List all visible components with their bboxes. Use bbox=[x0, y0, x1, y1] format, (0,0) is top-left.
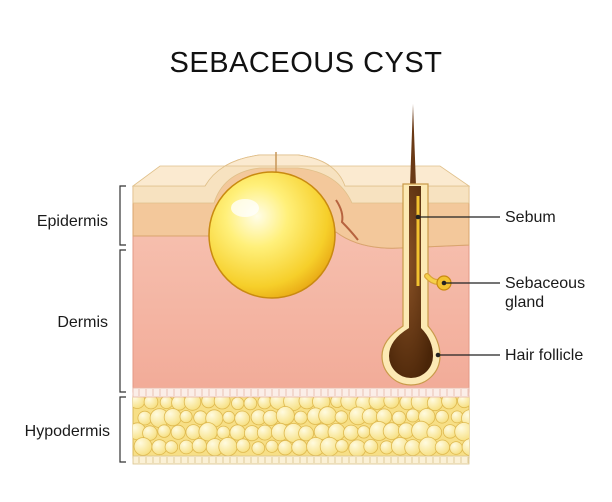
fat-cell bbox=[291, 439, 308, 456]
fat-cell bbox=[434, 439, 450, 455]
hair-shaft bbox=[410, 104, 416, 186]
fat-cell bbox=[163, 408, 182, 427]
fat-cell bbox=[277, 440, 293, 456]
sebaceous-cyst bbox=[208, 171, 336, 299]
fat-cell bbox=[405, 408, 420, 423]
fat-cell bbox=[164, 440, 179, 454]
fat-cell bbox=[265, 439, 279, 453]
fat-cell bbox=[348, 439, 367, 458]
fat-cell bbox=[191, 438, 207, 454]
fat-cell bbox=[382, 422, 401, 440]
base-strip-cells bbox=[138, 457, 469, 463]
fat-cell bbox=[334, 410, 349, 424]
fat-cell bbox=[435, 409, 449, 424]
dermis-bracket bbox=[119, 249, 126, 393]
fat-cells bbox=[133, 396, 469, 458]
fat-cell bbox=[391, 410, 407, 426]
fat-cell bbox=[363, 439, 379, 454]
hypodermis-bracket bbox=[119, 396, 126, 463]
fat-cell bbox=[318, 406, 337, 425]
cyst-rupture-edge bbox=[335, 199, 359, 241]
fat-cell bbox=[461, 438, 469, 456]
fat-cell bbox=[335, 439, 349, 453]
fat-cell bbox=[216, 425, 231, 440]
fat-cell bbox=[457, 396, 469, 409]
dermis-label: Dermis bbox=[57, 314, 108, 331]
fat-cell bbox=[256, 424, 273, 441]
skin-block bbox=[131, 104, 471, 465]
hypodermis-label: Hypodermis bbox=[25, 423, 110, 440]
hair-follicle-label: Hair follicle bbox=[505, 347, 583, 364]
fat-cell bbox=[183, 396, 202, 411]
fat-cell bbox=[404, 439, 422, 457]
epidermis-label: Epidermis bbox=[37, 213, 108, 230]
fat-cell bbox=[357, 425, 371, 439]
fat-cell bbox=[275, 406, 295, 426]
fat-cell bbox=[229, 424, 246, 441]
fat-cell bbox=[133, 437, 153, 456]
base-strip bbox=[132, 455, 470, 465]
hair-follicle-bulb bbox=[389, 186, 433, 378]
fat-cell bbox=[179, 410, 193, 424]
fat-cell bbox=[361, 408, 378, 425]
fat-cell bbox=[454, 422, 469, 442]
skin-surface bbox=[131, 154, 471, 187]
fat-cell bbox=[449, 441, 463, 455]
fat-cell bbox=[151, 439, 168, 456]
fat-cell bbox=[170, 424, 186, 440]
fat-cell bbox=[262, 409, 279, 426]
fat-cell bbox=[159, 396, 174, 409]
fat-cell bbox=[251, 441, 266, 455]
sebaceous-gland-label-line1: Sebaceous bbox=[505, 275, 585, 292]
fat-cell bbox=[231, 396, 245, 410]
fat-cell bbox=[222, 410, 236, 424]
diagram-title: SEBACEOUS CYST bbox=[170, 47, 443, 79]
sebum-label: Sebum bbox=[505, 209, 556, 226]
fat-cell bbox=[143, 396, 159, 410]
fat-cell bbox=[298, 425, 315, 442]
fat-cell bbox=[234, 410, 251, 427]
fat-cell bbox=[193, 410, 208, 425]
leader-lines bbox=[415, 214, 500, 358]
fat-cell bbox=[218, 437, 238, 457]
fat-cell bbox=[157, 424, 171, 438]
fat-cell bbox=[257, 396, 272, 410]
fat-cell bbox=[213, 396, 231, 410]
sebaceous-gland-label-line2: gland bbox=[505, 294, 544, 311]
layer-brackets bbox=[119, 185, 126, 463]
dermis-boundary bbox=[132, 387, 470, 398]
fat-cell bbox=[179, 439, 194, 455]
cyst-highlight bbox=[231, 199, 259, 217]
dermis-boundary-cells bbox=[138, 389, 469, 396]
epidermis-bracket bbox=[119, 185, 126, 246]
fat-cell bbox=[383, 396, 400, 409]
fat-cell bbox=[243, 396, 258, 411]
fat-cell bbox=[343, 424, 360, 441]
fat-cell bbox=[426, 396, 444, 412]
fat-cell bbox=[441, 396, 458, 410]
fat-cell bbox=[293, 410, 308, 425]
fat-cell bbox=[235, 438, 251, 453]
